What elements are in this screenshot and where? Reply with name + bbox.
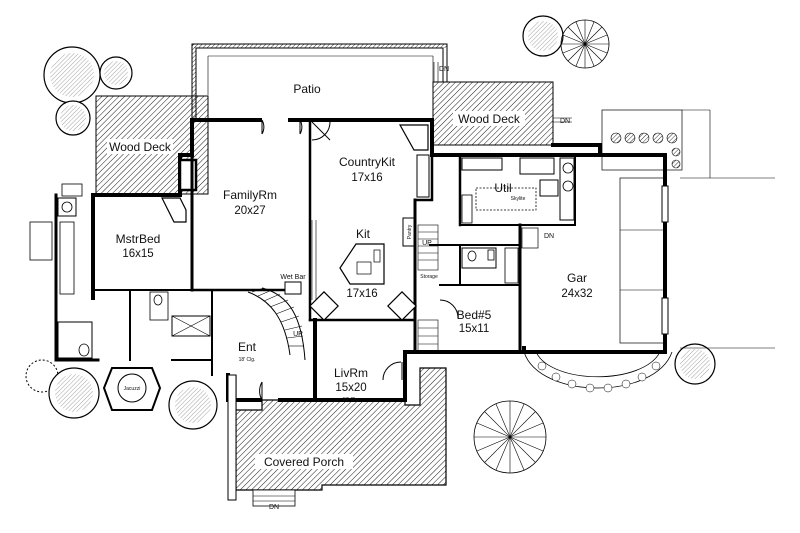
covered-porch-label-bg — [255, 454, 353, 469]
tree-top-left — [43, 46, 133, 136]
label-up-kit: UP — [422, 240, 432, 247]
room-size-mstr-bed: 16x15 — [122, 248, 153, 260]
room-name-util: Util — [494, 181, 511, 195]
room-name-family: FamilyRm — [223, 188, 277, 202]
patio-area — [191, 43, 448, 120]
room-name-ent: Ent — [238, 340, 257, 354]
room-ceiling-ent: 18' Clg. — [239, 357, 256, 363]
room-name-gar: Gar — [567, 271, 587, 285]
room-name-mstr-bed: MstrBed — [116, 232, 161, 246]
room-size-kit: 17x16 — [346, 288, 377, 300]
garage-details — [521, 177, 669, 344]
kitchen-island — [309, 220, 417, 321]
entry-details — [259, 361, 403, 401]
wood-deck-right-label-bg — [453, 111, 525, 126]
room-name-country-kit: CountryKit — [339, 155, 396, 169]
room-ceiling-liv: 18' Clg. — [343, 397, 360, 403]
label-pantry: Pantry — [407, 224, 413, 239]
back-stair — [417, 224, 439, 353]
utility-room — [461, 157, 575, 224]
room-size-gar: 24x32 — [561, 288, 592, 300]
label-dn-deck-right: DN — [560, 118, 570, 125]
porch-steps — [252, 489, 296, 507]
room-name-patio: Patio — [293, 82, 321, 96]
porch-front-edge — [227, 374, 237, 501]
room-name-wood-deck-left: Wood Deck — [109, 140, 172, 154]
label-storage: Storage — [420, 274, 438, 280]
label-dn-porch: DN — [269, 504, 279, 511]
driveway — [680, 109, 775, 349]
room-name-kit: Kit — [356, 227, 371, 241]
wood-deck-left-label-bg — [107, 139, 173, 154]
pantry-closet — [402, 217, 416, 247]
chimney — [178, 158, 198, 192]
label-jacuzzi: Jacuzzi — [124, 386, 141, 392]
label-dn-deck: DN — [439, 66, 449, 73]
country-kitchen-details — [311, 121, 430, 198]
bath-bed5 — [439, 247, 519, 319]
labels: Patio Wood Deck Wood Deck FamilyRm 20x27… — [109, 66, 593, 511]
tree-top-right — [522, 15, 610, 69]
master-bath — [29, 183, 211, 359]
room-name-wood-deck-right: Wood Deck — [458, 112, 521, 126]
room-name-bed5: Bed#5 — [457, 308, 492, 322]
label-skylite: Skylite — [511, 196, 526, 202]
staircase — [247, 281, 306, 361]
room-size-family: 20x27 — [234, 205, 265, 217]
family-room-details — [161, 119, 303, 223]
label-wet-bar: Wet Bar — [280, 274, 306, 281]
room-name-liv: LivRm — [334, 366, 368, 380]
room-size-liv: 15x20 — [335, 382, 366, 394]
tree-bottom-right — [473, 343, 716, 474]
tree-bottom-left — [25, 359, 218, 430]
garage-shrubs — [601, 109, 683, 171]
jacuzzi-bay — [102, 367, 162, 411]
room-size-country-kit: 17x16 — [351, 172, 382, 184]
room-size-bed5: 15x11 — [459, 323, 489, 335]
deck-steps-top — [433, 62, 572, 123]
label-up-stair: UP — [293, 331, 303, 338]
label-dn-garage: DN — [544, 233, 554, 240]
front-planter — [523, 351, 673, 393]
room-name-porch: Covered Porch — [264, 455, 344, 469]
